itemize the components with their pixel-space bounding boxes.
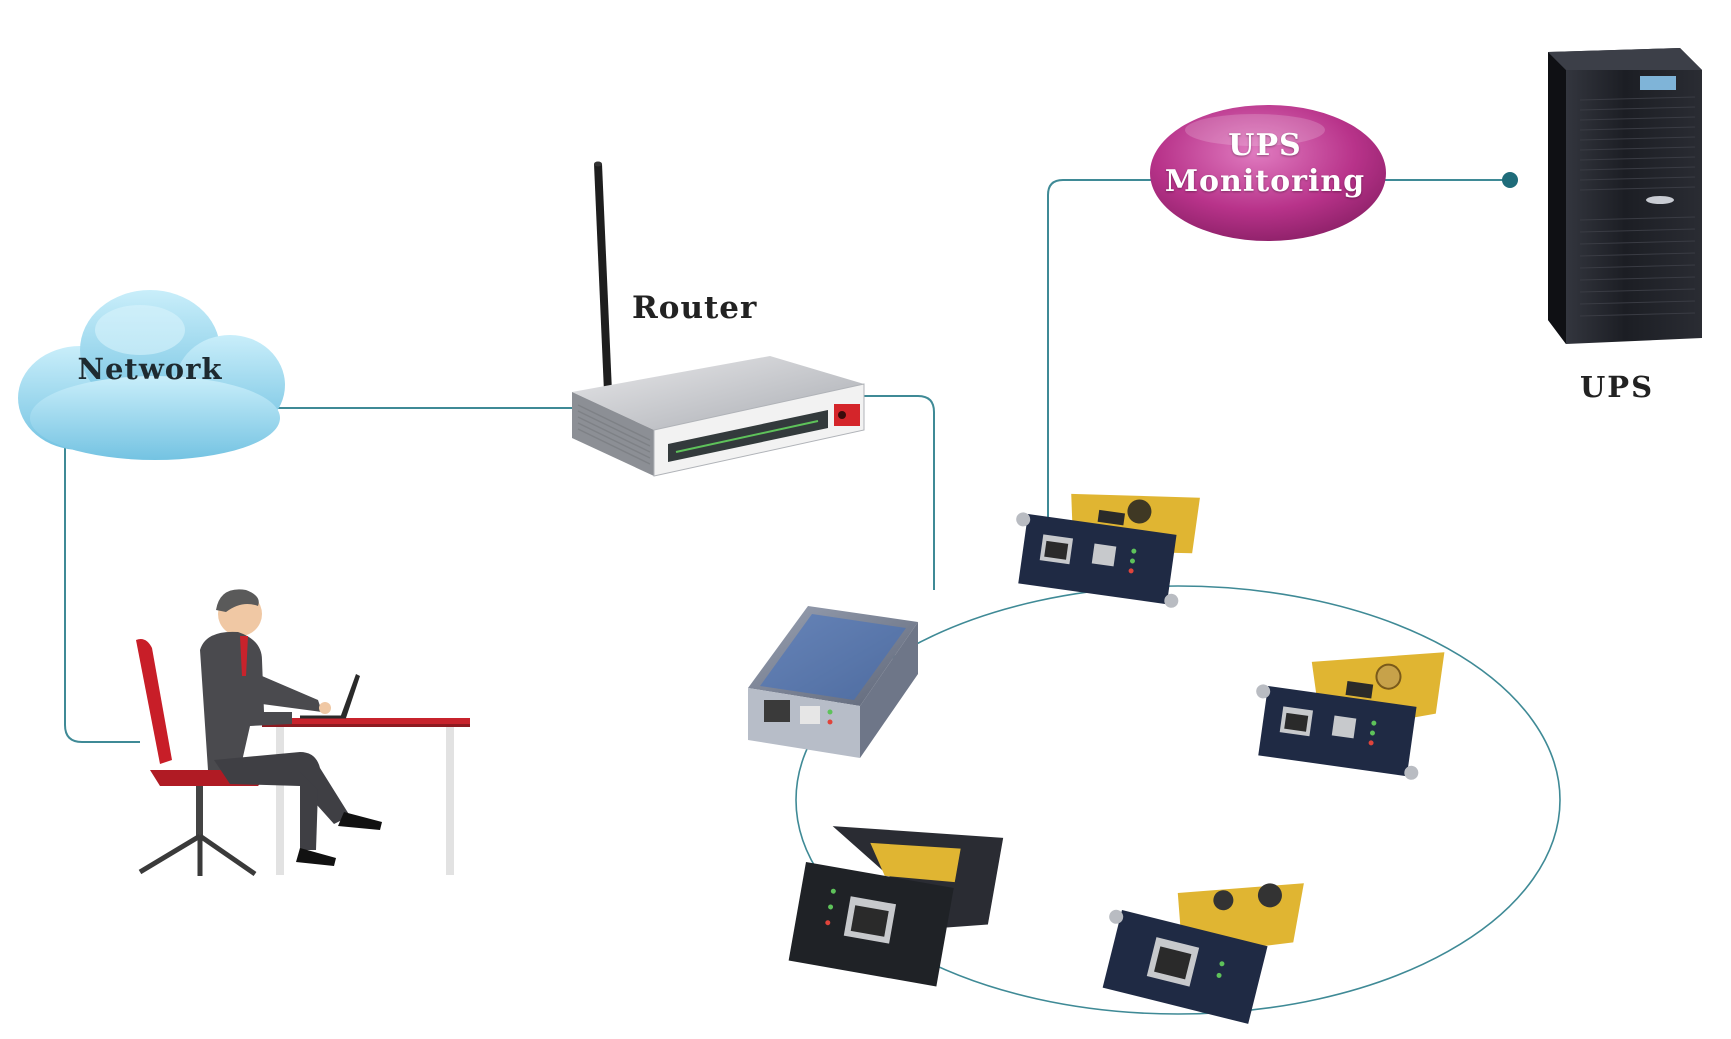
ups-monitoring-bubble [1150, 105, 1386, 241]
ups-monitoring-label-line2: Monitoring [1164, 164, 1366, 199]
card-ring [795, 585, 1561, 1015]
network-label: Network [77, 352, 223, 386]
snmp-card-icon [1256, 652, 1445, 780]
ups-monitoring-label-line1: UPS [1228, 128, 1302, 163]
ups-tower-icon [1548, 48, 1702, 344]
external-snmp-box-icon [748, 606, 918, 758]
link-card-monitoring [1047, 179, 1158, 548]
connection-lines [64, 179, 1561, 1015]
network-cloud-icon [18, 290, 285, 460]
link-cloud-user [64, 448, 140, 743]
user-at-desk-icon [136, 589, 470, 877]
ups-link-endpoint [1502, 172, 1518, 188]
snmp-card-icon [1016, 493, 1200, 608]
link-router-cards [860, 395, 935, 590]
snmp-card-icon [788, 826, 1004, 987]
wireless-router-icon [572, 161, 865, 477]
ups-monitoring-label: UPS Monitoring [1145, 128, 1385, 200]
router-label: Router [632, 290, 758, 326]
ups-label: UPS [1580, 370, 1655, 404]
snmp-card-icon [1102, 883, 1304, 1024]
